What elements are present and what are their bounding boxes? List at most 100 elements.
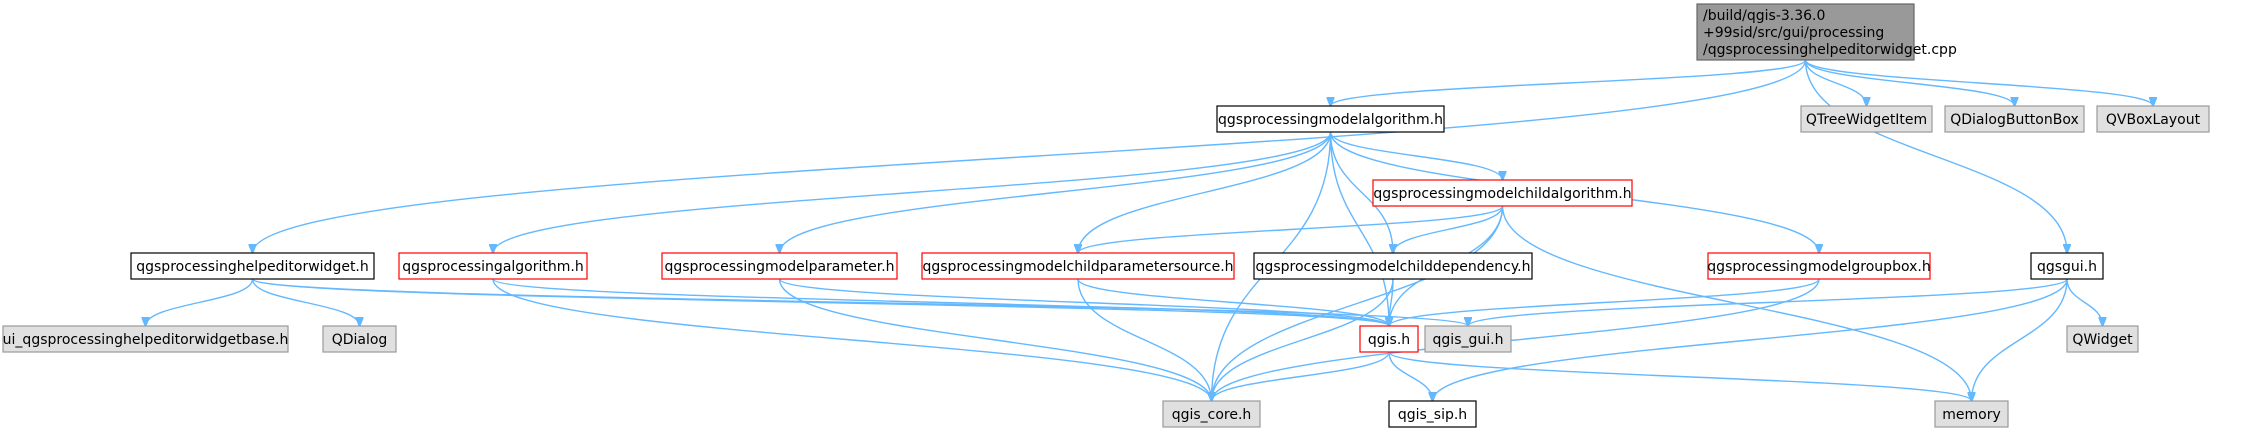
node-box [1216, 105, 1445, 133]
node-label: QDialog [332, 332, 388, 348]
node-label: qgsprocessingmodelparameter.h [664, 259, 894, 275]
edge-algorithm-to-qgiscore [492, 278, 1212, 401]
node-box [1944, 105, 2085, 133]
node-modelchildalgorithm[interactable]: qgsprocessingmodelchildalgorithm.h [1372, 179, 1633, 207]
node-qvboxlayout[interactable]: QVBoxLayout [2096, 105, 2210, 133]
node-label: QVBoxLayout [2106, 112, 2201, 128]
node-label: qgsprocessingmodelalgorithm.h [1218, 112, 1443, 128]
node-childdependency[interactable]: qgsprocessingmodelchilddependency.h [1253, 252, 1533, 280]
node-box [1359, 325, 1419, 353]
edge-helpeditorwidget-to-qgisgui [251, 278, 1469, 326]
node-box [2066, 325, 2139, 353]
node-qdialog[interactable]: QDialog [322, 325, 397, 353]
node-box [1372, 179, 1633, 207]
node-box [1424, 325, 1512, 353]
edge-qgis-to-memory [1388, 351, 1972, 401]
node-modelalgorithm[interactable]: qgsprocessingmodelalgorithm.h [1216, 105, 1445, 133]
edge-childdependency-to-qgiscore [1212, 278, 1394, 401]
node-box [2030, 252, 2104, 280]
node-label: ui_qgsprocessinghelpeditorwidgetbase.h [3, 332, 289, 348]
node-label: +99sid/src/gui/processing [1703, 25, 1884, 41]
edge-modelparameter-to-qgiscore [778, 278, 1212, 401]
node-uiwidgetbase[interactable]: ui_qgsprocessinghelpeditorwidgetbase.h [2, 325, 289, 353]
node-box [322, 325, 397, 353]
node-label: qgsgui.h [2037, 259, 2097, 275]
edge-qgsgui-to-qgissip [1433, 278, 2068, 401]
node-qgiscore[interactable]: qgis_core.h [1162, 400, 1261, 428]
node-box [398, 252, 588, 280]
node-label: qgis_core.h [1172, 407, 1252, 423]
node-algorithm[interactable]: qgsprocessingalgorithm.h [398, 252, 588, 280]
node-memory[interactable]: memory [1934, 400, 2009, 428]
node-qgisgui[interactable]: qgis_gui.h [1424, 325, 1512, 353]
node-label: QWidget [2072, 332, 2133, 348]
edge-helpeditorwidget-to-uiwidgetbase [146, 278, 254, 326]
node-label: qgis_sip.h [1398, 407, 1467, 423]
node-box [1800, 105, 1933, 133]
node-label: qgsprocessingmodelchilddependency.h [1256, 259, 1531, 275]
edge-modelalgorithm-to-modelchildalgorithm [1329, 131, 1503, 180]
edge-modelchildalgorithm-to-childdependency [1393, 205, 1504, 253]
node-box [2096, 105, 2210, 133]
node-root[interactable]: /build/qgis-3.36.0+99sid/src/gui/process… [1696, 3, 1957, 61]
edge-root-to-modelalgorithm [1331, 59, 1807, 106]
node-box [1696, 3, 1915, 61]
edge-modelalgorithm-to-childparametersource [1078, 131, 1332, 253]
edge-helpeditorwidget-to-qgis [251, 278, 1390, 326]
edge-algorithm-to-qgis [492, 278, 1389, 326]
edge-root-to-qgsgui [1804, 59, 2068, 253]
node-box [130, 252, 375, 280]
node-label: qgsprocessinghelpeditorwidget.h [136, 259, 369, 275]
node-label: qgsprocessingmodelgroupbox.h [1707, 259, 1930, 275]
nodes-layer: /build/qgis-3.36.0+99sid/src/gui/process… [2, 3, 2210, 428]
node-label: qgis_gui.h [1433, 332, 1504, 348]
node-box [921, 252, 1235, 280]
node-label: qgsprocessingmodelchildalgorithm.h [1373, 186, 1631, 202]
node-helpeditorwidget[interactable]: qgsprocessinghelpeditorwidget.h [130, 252, 375, 280]
edge-modelparameter-to-qgis [778, 278, 1390, 326]
edge-qgsgui-to-qgisgui [1468, 278, 2068, 326]
edge-modelalgorithm-to-childdependency [1329, 131, 1394, 253]
node-label: /qgsprocessinghelpeditorwidget.cpp [1703, 42, 1957, 58]
node-box [1388, 400, 1477, 428]
edge-qgsgui-to-qwidget [2066, 278, 2103, 326]
node-qtreewidgetitem[interactable]: QTreeWidgetItem [1800, 105, 1933, 133]
edge-root-to-qtreewidgetitem [1804, 59, 1867, 106]
node-box [1253, 252, 1533, 280]
node-box [661, 252, 898, 280]
node-childparametersource[interactable]: qgsprocessingmodelchildparametersource.h [921, 252, 1235, 280]
node-box [1162, 400, 1261, 428]
edge-root-to-qvboxlayout [1804, 59, 2154, 106]
node-groupbox[interactable]: qgsprocessingmodelgroupbox.h [1707, 252, 1931, 280]
node-box [2, 325, 289, 353]
edge-root-to-helpeditorwidget [253, 59, 1807, 253]
node-qgsgui[interactable]: qgsgui.h [2030, 252, 2104, 280]
edge-modelchildalgorithm-to-qgiscore [1212, 205, 1504, 401]
edge-modelchildalgorithm-to-childparametersource [1078, 205, 1504, 253]
edge-groupbox-to-qgis [1389, 278, 1820, 326]
edge-childparametersource-to-qgiscore [1077, 278, 1212, 401]
edge-qgsgui-to-memory [1972, 278, 2068, 401]
node-box [1707, 252, 1931, 280]
node-label: memory [1942, 407, 2001, 423]
node-qdialogbuttonbox[interactable]: QDialogButtonBox [1944, 105, 2085, 133]
node-label: /build/qgis-3.36.0 [1703, 8, 1825, 24]
edge-qgis-to-qgissip [1388, 351, 1433, 401]
node-qgis[interactable]: qgis.h [1359, 325, 1419, 353]
edge-childparametersource-to-qgis [1077, 278, 1389, 326]
edge-modelalgorithm-to-modelparameter [780, 131, 1332, 253]
edge-qgis-to-qgiscore [1212, 351, 1390, 401]
node-modelparameter[interactable]: qgsprocessingmodelparameter.h [661, 252, 898, 280]
node-label: qgsprocessingalgorithm.h [402, 259, 583, 275]
node-label: qgsprocessingmodelchildparametersource.h [922, 259, 1233, 275]
edges-layer [146, 59, 2154, 401]
node-qwidget[interactable]: QWidget [2066, 325, 2139, 353]
node-qgissip[interactable]: qgis_sip.h [1388, 400, 1477, 428]
node-box [1934, 400, 2009, 428]
node-label: QTreeWidgetItem [1806, 112, 1927, 128]
edge-helpeditorwidget-to-qdialog [251, 278, 360, 326]
node-label: qgis.h [1368, 332, 1410, 348]
node-label: QDialogButtonBox [1950, 112, 2079, 128]
edge-root-to-qdialogbuttonbox [1804, 59, 2015, 106]
